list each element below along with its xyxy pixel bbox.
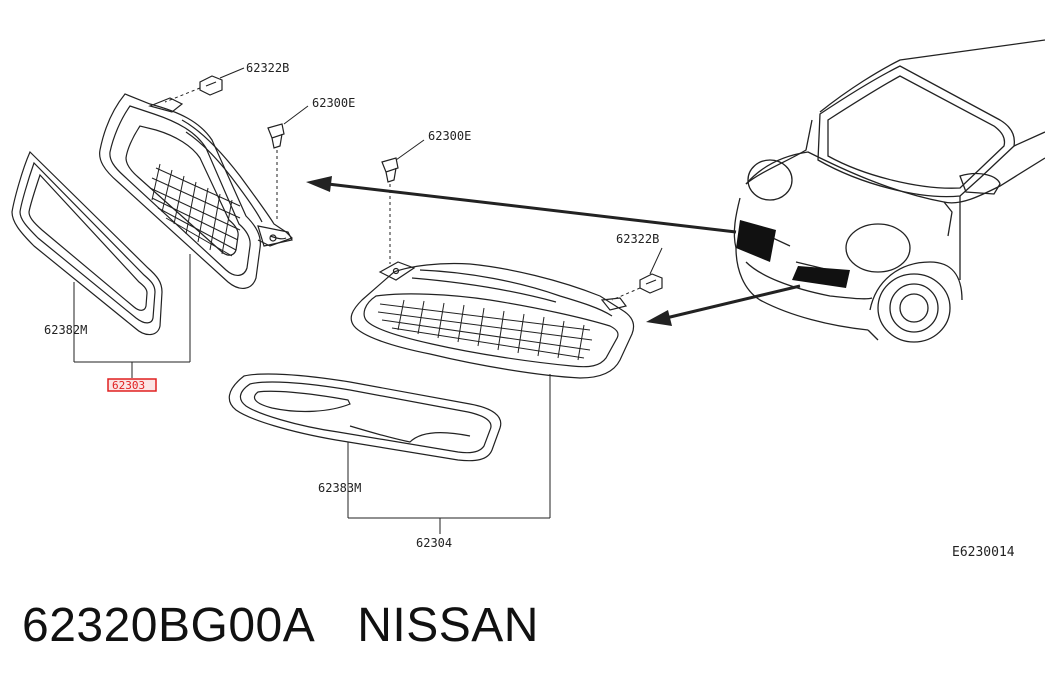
lower-assembly-bracket [347, 374, 551, 534]
clip-right-leader [649, 247, 663, 275]
label-upper-frame: 62382M [44, 323, 87, 337]
highlight-box-upper-grille [107, 378, 157, 392]
vehicle-front-view [733, 39, 1045, 343]
vehicle-lower-grille-marker [792, 266, 850, 288]
fastener-upper-leader [283, 105, 309, 125]
location-arrows [306, 176, 801, 326]
brand-name: NISSAN [357, 599, 539, 652]
upper-grille-mesh [149, 163, 241, 257]
clip-right [639, 273, 663, 294]
clip-upper-leader [219, 67, 245, 79]
upper-assembly-bracket [73, 254, 191, 378]
fastener-center-leader [395, 139, 425, 161]
lower-grille-mesh [377, 299, 593, 361]
part-number: 62320BG00A [22, 599, 316, 652]
label-lower-grille: 62304 [416, 536, 452, 550]
lower-grille-frame [228, 373, 502, 462]
label-upper-grille-highlighted: 62303 [112, 379, 145, 392]
part-caption: 62320BG00A NISSAN [22, 598, 539, 653]
fastener-center [381, 157, 399, 183]
exploded-parts-diagram: 62322B 62300E 62300E 62322B 62382M 62303… [11, 39, 1045, 560]
clip-upper [199, 75, 223, 96]
upper-grille [99, 93, 294, 289]
fastener-upper [267, 123, 285, 149]
label-fastener-upper: 62300E [312, 96, 355, 110]
lower-grille [350, 261, 635, 379]
diagram-code: E6230014 [952, 545, 1015, 560]
label-fastener-center: 62300E [428, 129, 471, 143]
clip-upper-dashed-guide [164, 87, 201, 103]
label-clip-right: 62322B [616, 232, 659, 246]
clip-right-dashed-guide [611, 287, 641, 301]
label-lower-frame: 62383M [318, 481, 361, 495]
vehicle-upper-grille-marker [736, 220, 776, 262]
upper-grille-frame [11, 150, 163, 336]
label-clip-upper: 62322B [246, 61, 289, 75]
